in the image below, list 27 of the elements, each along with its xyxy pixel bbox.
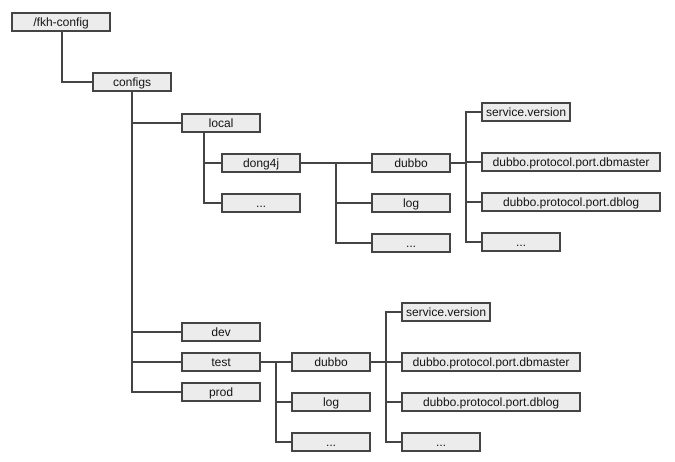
connector-line [451,162,481,243]
tree-node-box: ... [291,432,371,452]
tree-node-box: dubbo.protocol.port.dbmaster [401,352,581,372]
tree-node-box: dubbo.protocol.port.dblog [481,192,661,212]
tree-node-box: test [181,352,261,372]
tree-node-box: prod [181,382,261,402]
tree-node-box: ... [401,432,481,452]
tree-node-box: dubbo.protocol.port.dbmaster [481,152,661,172]
tree-node-box: ... [221,193,301,213]
connector-line [371,361,401,443]
tree-node-box: log [371,193,451,213]
connector-line [261,361,291,443]
tree-node-box: log [291,392,371,412]
connector-line [203,133,221,204]
tree-node-box: /fkh-config [11,12,111,32]
tree-node-box: dong4j [221,153,301,173]
tree-node-box: dubbo [371,153,451,173]
tree-node-box: service.version [401,302,491,322]
tree-node-box: local [181,113,261,133]
tree-node-box: configs [92,72,172,92]
connector-line [61,32,92,83]
tree-node-box: dev [181,322,261,342]
tree-node-box: service.version [481,102,571,122]
tree-node-box: ... [481,232,561,252]
tree-node-box: dubbo [291,352,371,372]
tree-node-box: dubbo.protocol.port.dblog [401,392,581,412]
tree-node-box: ... [371,233,451,253]
